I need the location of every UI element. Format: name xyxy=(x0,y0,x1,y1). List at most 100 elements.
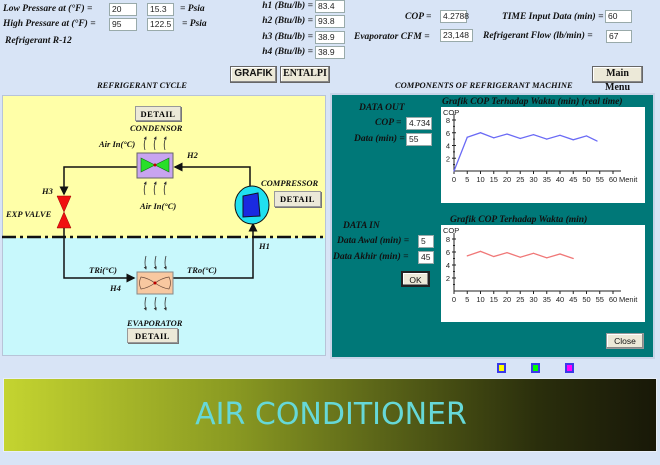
data-point xyxy=(546,257,548,259)
cfm-input[interactable]: 23,148 xyxy=(440,29,473,42)
refrigerant-label: Refrigerant R-12 xyxy=(5,36,72,46)
data-in-title: DATA IN xyxy=(343,221,380,231)
tro-label: TRo(°C) xyxy=(187,265,217,275)
condensor-detail-button[interactable]: DETAIL xyxy=(135,106,181,121)
x-tick-label: 15 xyxy=(490,175,498,184)
flow-input[interactable]: 67 xyxy=(606,30,632,43)
h4-label: h4 (Btu/lb) = xyxy=(262,47,313,57)
data-point xyxy=(506,133,508,135)
h2-input[interactable]: 93.8 xyxy=(315,15,345,28)
x-tick-label: 60 xyxy=(609,295,617,304)
high-psia-input[interactable]: 122.5 xyxy=(147,18,174,31)
y-tick-label: 6 xyxy=(446,248,450,257)
banner: AIR CONDITIONER xyxy=(3,378,657,452)
color-swatch-yellow[interactable] xyxy=(497,363,506,373)
air-in-top-label: Air In(°C) xyxy=(99,139,136,149)
data-min-label: Data (min) = xyxy=(354,134,405,144)
h4-input[interactable]: 38.9 xyxy=(315,46,345,59)
low-temp-input[interactable]: 20 xyxy=(109,3,137,16)
cop-label: COP = xyxy=(405,12,432,22)
refrigerant-cycle-heading: REFRIGERANT CYCLE xyxy=(97,80,187,90)
data-out-cop-label: COP = xyxy=(375,118,402,128)
close-button[interactable]: Close xyxy=(606,333,644,349)
data-awal-label: Data Awal (min) = xyxy=(337,236,410,246)
x-tick-label: 40 xyxy=(556,175,564,184)
x-tick-label: 50 xyxy=(582,295,590,304)
y-tick-label: 4 xyxy=(446,261,450,270)
exp-valve-label: EXP VALVE xyxy=(6,209,52,219)
data-akhir-label: Data Akhir (min) = xyxy=(333,252,409,262)
y-tick-label: 2 xyxy=(446,154,450,163)
psia-label: = Psia xyxy=(182,19,207,29)
data-point xyxy=(466,136,468,138)
condensor-label: CONDENSOR xyxy=(130,123,183,133)
x-tick-label: 0 xyxy=(452,175,456,184)
x-tick-label: 0 xyxy=(452,295,456,304)
high-temp-input[interactable]: 95 xyxy=(109,18,137,31)
low-pressure-label: Low Pressare at (°F) = xyxy=(3,4,93,14)
tri-label: TRi(°C) xyxy=(89,265,117,275)
data-point xyxy=(493,255,495,258)
data-akhir-input[interactable]: 45 xyxy=(418,251,434,264)
x-tick-label: 35 xyxy=(543,175,551,184)
compressor-detail-button[interactable]: DETAIL xyxy=(274,191,321,207)
data-out-title: DATA OUT xyxy=(359,103,405,113)
air-in-bottom-label: Air In(°C) xyxy=(140,201,177,211)
data-point xyxy=(559,253,561,255)
data-min-input[interactable]: 55 xyxy=(406,133,432,146)
flow-label: Refrigerant Flow (lb/min) = xyxy=(483,31,593,41)
data-point xyxy=(585,135,588,137)
data-awal-input[interactable]: 5 xyxy=(418,235,434,248)
y-tick-label: 2 xyxy=(446,274,450,283)
color-swatch-green[interactable] xyxy=(531,363,540,373)
psia-label: = Psia xyxy=(180,4,205,14)
data-point xyxy=(479,250,482,252)
compressor-icon xyxy=(234,185,270,225)
cfm-label: Evaporator CFM = xyxy=(354,32,430,42)
data-point xyxy=(572,257,574,260)
y-axis-label: COP xyxy=(443,226,459,235)
low-psia-input[interactable]: 15.3 xyxy=(147,3,174,16)
color-swatch-magenta[interactable] xyxy=(565,363,574,373)
data-point xyxy=(596,140,598,142)
grafik-button[interactable]: GRAFIK xyxy=(230,66,277,83)
h2-label: H2 xyxy=(187,150,198,160)
components-heading: COMPONENTS OF REFRIGERANT MACHINE xyxy=(395,80,573,90)
time-input[interactable]: 60 xyxy=(605,10,632,23)
x-tick-label: 25 xyxy=(516,175,524,184)
h3-input[interactable]: 38.9 xyxy=(315,31,345,44)
evaporator-detail-button[interactable]: DETAIL xyxy=(127,328,178,343)
entalpi-button[interactable]: ENTALPI xyxy=(280,66,330,83)
data-point xyxy=(453,170,455,172)
data-point xyxy=(519,137,521,140)
ok-button[interactable]: OK xyxy=(401,271,430,287)
h1-label: h1 (Btu/lb) = xyxy=(262,1,313,11)
chart-title-range: Grafik COP Terhadap Wakta (min) xyxy=(450,215,588,225)
h3-label: H3 xyxy=(42,186,53,196)
expansion-valve-icon xyxy=(56,195,72,229)
data-point xyxy=(546,138,548,140)
cop-input[interactable]: 4.2788 xyxy=(440,10,469,23)
x-tick-label: 40 xyxy=(556,295,564,304)
x-tick-label: 60 xyxy=(609,175,617,184)
x-tick-label: 45 xyxy=(569,295,577,304)
x-tick-label: 30 xyxy=(529,295,537,304)
y-tick-label: 6 xyxy=(446,129,450,138)
evaporator-label: EVAPORATOR xyxy=(127,318,183,328)
data-point xyxy=(493,137,495,139)
compressor-label: COMPRESSOR xyxy=(261,178,319,188)
x-tick-label: 55 xyxy=(596,295,604,304)
h1-input[interactable]: 83.4 xyxy=(315,0,345,13)
y-tick-label: 8 xyxy=(446,116,450,125)
x-axis-label: Menit xyxy=(619,295,638,304)
data-point xyxy=(479,132,482,134)
h1-label: H1 xyxy=(259,241,270,251)
x-tick-label: 10 xyxy=(476,295,484,304)
main-menu-button[interactable]: Main Menu xyxy=(592,66,643,93)
data-out-cop-input[interactable]: 4.734 xyxy=(406,117,432,130)
x-tick-label: 5 xyxy=(465,175,469,184)
cop-series-line xyxy=(453,132,598,172)
time-label: TIME Input Data (min) = xyxy=(502,12,604,22)
